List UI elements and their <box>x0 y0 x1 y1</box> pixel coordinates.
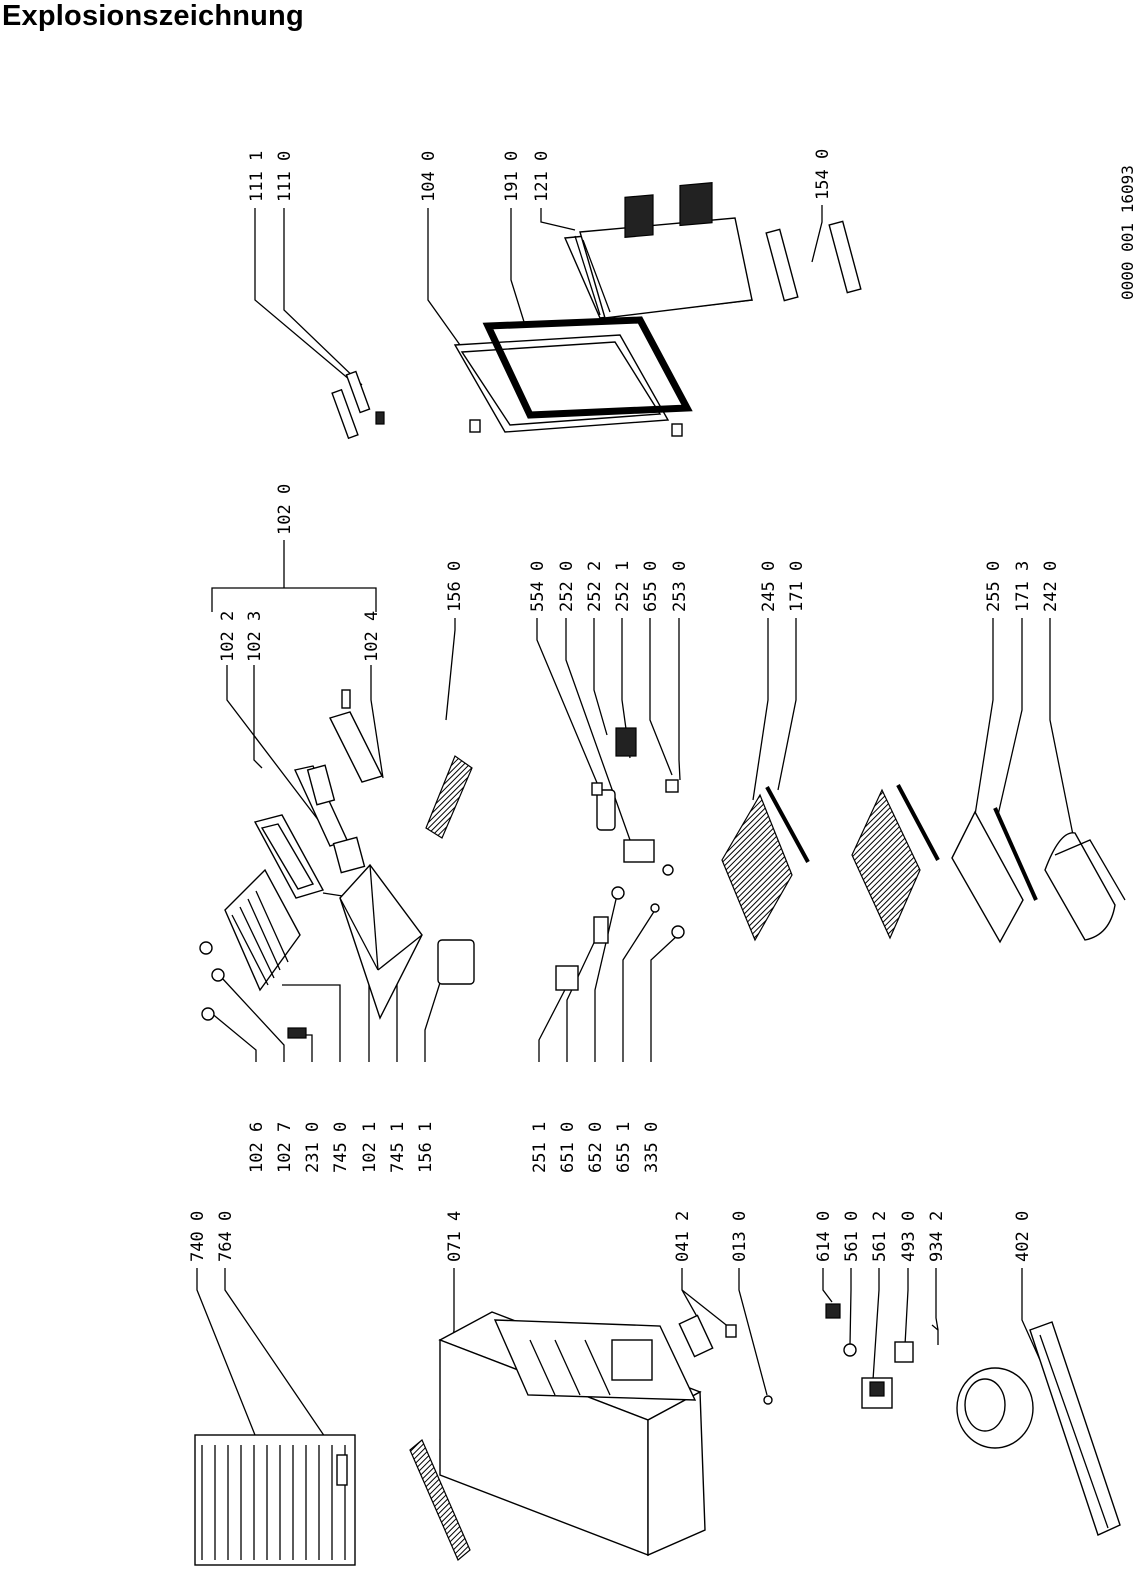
part-label-104-0: 104 0 <box>419 151 439 202</box>
compressor-and-base <box>956 1321 1121 1536</box>
crisper-drawer <box>1044 832 1126 941</box>
part-label-102-7: 102 7 <box>275 1122 295 1173</box>
part-label-156-0: 156 0 <box>445 561 465 612</box>
part-label-253-0: 253 0 <box>670 561 690 612</box>
part-label-561-0: 561 0 <box>842 1211 862 1262</box>
part-label-191-0: 191 0 <box>502 151 522 202</box>
ice-tray <box>425 755 473 839</box>
small-fittings <box>678 1314 773 1405</box>
part-label-740-0: 740 0 <box>188 1211 208 1262</box>
part-label-614-0: 614 0 <box>814 1211 834 1262</box>
part-label-171-3: 171 3 <box>1013 561 1033 612</box>
part-label-102-0: 102 0 <box>275 484 295 535</box>
thermostat-parts <box>555 727 685 991</box>
part-label-652-0: 652 0 <box>586 1122 606 1173</box>
part-label-156-1: 156 1 <box>416 1122 436 1173</box>
part-label-111-1: 111 1 <box>247 151 267 202</box>
part-label-102-1: 102 1 <box>360 1122 380 1173</box>
part-label-102-3: 102 3 <box>245 611 265 662</box>
part-label-252-2: 252 2 <box>585 561 605 612</box>
part-label-013-0: 013 0 <box>730 1211 750 1262</box>
part-label-245-0: 245 0 <box>759 561 779 612</box>
part-label-493-0: 493 0 <box>899 1211 919 1262</box>
part-label-102-6: 102 6 <box>247 1122 267 1173</box>
condenser-coil <box>194 1434 356 1566</box>
part-label-651-0: 651 0 <box>558 1122 578 1173</box>
part-label-745-1: 745 1 <box>388 1122 408 1173</box>
page-title: Explosionszeichnung <box>2 0 304 32</box>
part-label-255-0: 255 0 <box>984 561 1004 612</box>
glass-shelves <box>721 784 1038 944</box>
part-label-252-0: 252 0 <box>557 561 577 612</box>
part-label-121-0: 121 0 <box>532 151 552 202</box>
part-label-041-2: 041 2 <box>673 1211 693 1262</box>
drawing-code: 0000 001 16093 <box>1118 165 1137 300</box>
door-handle-parts <box>331 370 385 440</box>
part-label-402-0: 402 0 <box>1013 1211 1033 1262</box>
part-label-745-0: 745 0 <box>331 1122 351 1173</box>
part-label-251-1: 251 1 <box>530 1122 550 1173</box>
freezer-compartment-parts <box>199 689 475 1039</box>
part-label-231-0: 231 0 <box>303 1122 323 1173</box>
part-label-242-0: 242 0 <box>1041 561 1061 612</box>
part-label-111-0: 111 0 <box>275 151 295 202</box>
door-tray-assembly <box>563 182 754 319</box>
part-label-071-4: 071 4 <box>445 1211 465 1262</box>
part-label-102-4: 102 4 <box>362 611 382 662</box>
part-label-655-1: 655 1 <box>614 1122 634 1173</box>
part-label-252-1: 252 1 <box>613 561 633 612</box>
part-label-764-0: 764 0 <box>216 1211 236 1262</box>
part-label-554-0: 554 0 <box>528 561 548 612</box>
hinge-bars <box>765 220 862 302</box>
part-label-655-0: 655 0 <box>641 561 661 612</box>
part-label-102-2: 102 2 <box>218 611 238 662</box>
part-label-171-0: 171 0 <box>787 561 807 612</box>
door-panel-and-gasket <box>453 316 693 437</box>
refrigerator-cabinet <box>409 1311 706 1561</box>
part-label-934-2: 934 2 <box>927 1211 947 1262</box>
part-label-154-0: 154 0 <box>813 149 833 200</box>
part-label-561-2: 561 2 <box>870 1211 890 1262</box>
part-label-335-0: 335 0 <box>642 1122 662 1173</box>
electrical-parts <box>825 1303 939 1409</box>
